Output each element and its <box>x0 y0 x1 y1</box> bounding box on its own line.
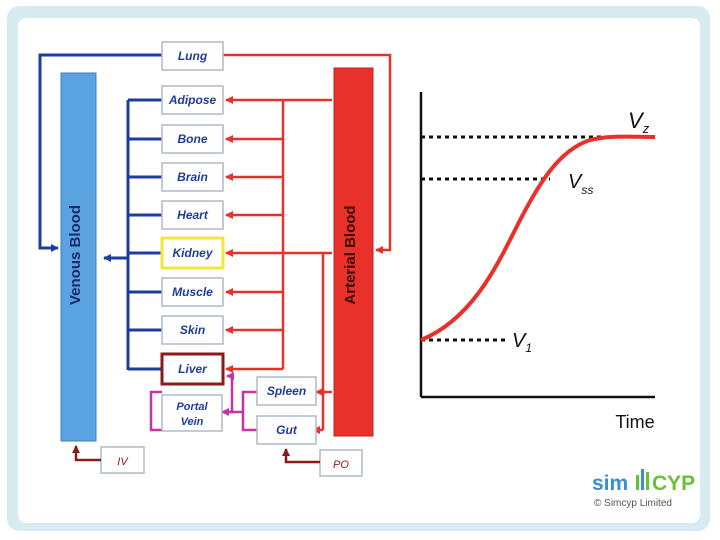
portal-vein-label-line2: Vein <box>181 416 204 428</box>
portal-vein-label-line1: Portal <box>176 401 208 413</box>
kidney-label: Kidney <box>172 246 213 260</box>
spleen-label: Spleen <box>267 384 306 398</box>
iv-dose-box: IV <box>100 446 145 474</box>
lung-label: Lung <box>178 49 208 63</box>
liver-box: Liver <box>160 352 225 386</box>
venous-blood-label: Venous Blood <box>67 205 84 305</box>
bone-box: Bone <box>161 124 224 154</box>
heart-label: Heart <box>177 208 209 222</box>
kidney-box: Kidney <box>160 236 225 270</box>
iv-to-venous-arrow <box>72 445 101 462</box>
splanchnic-return-line <box>241 390 257 432</box>
iv-label: IV <box>117 456 129 468</box>
time-axis-label: Time <box>615 412 654 432</box>
muscle-box: Muscle <box>161 277 224 307</box>
vz-label: Vz <box>628 108 650 136</box>
heart-box: Heart <box>161 200 224 230</box>
venous-to-lung-line <box>38 53 162 252</box>
portal-loop-left <box>149 390 162 412</box>
logo-brand-right: CYP <box>652 472 695 495</box>
vss-label: Vss <box>568 171 593 197</box>
muscle-label: Muscle <box>172 285 213 299</box>
arterial-blood-column <box>333 67 374 437</box>
lung-box: Lung <box>161 41 224 71</box>
po-dose-box: PO <box>319 449 363 477</box>
po-label: PO <box>333 459 349 471</box>
portal-to-liver-arrow <box>222 372 234 414</box>
lung-to-arterial-line <box>223 53 392 254</box>
po-to-gut-arrow <box>282 448 320 464</box>
skin-box: Skin <box>161 315 224 345</box>
liver-label: Liver <box>178 362 208 376</box>
brain-box: Brain <box>161 162 224 192</box>
adipose-label: Adipose <box>168 93 217 107</box>
spleen-box: Spleen <box>256 376 317 406</box>
gut-box: Gut <box>256 415 317 445</box>
venous-blood-column <box>60 72 97 442</box>
brain-label: Brain <box>177 170 208 184</box>
gut-label: Gut <box>276 423 298 437</box>
logo-bars-icon <box>636 469 649 490</box>
skin-label: Skin <box>180 323 205 337</box>
logo-copyright: © Simcyp Limited <box>594 498 672 509</box>
simcyp-logo: sim CYP © Simcyp Limited <box>592 469 695 509</box>
portal-vein-box: Portal Vein <box>161 394 223 432</box>
v1-label: V1 <box>512 330 532 355</box>
adipose-box: Adipose <box>161 85 224 115</box>
logo-brand-left: sim <box>592 472 628 495</box>
portal-loop-left-lower <box>149 412 162 432</box>
arterial-blood-label: Arterial Blood <box>342 205 359 304</box>
bone-label: Bone <box>178 132 208 146</box>
volume-curve <box>420 134 656 342</box>
